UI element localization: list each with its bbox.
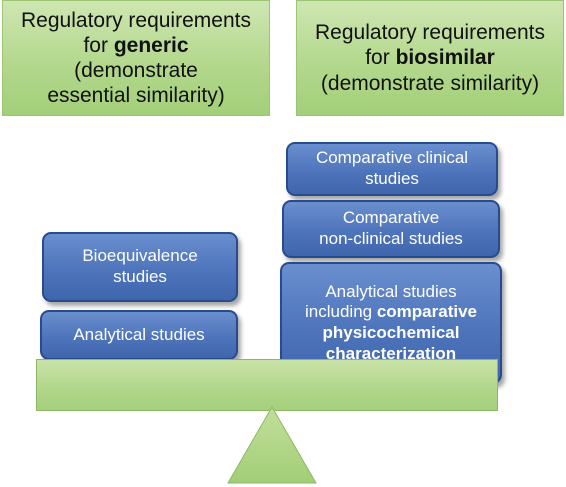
biosimilar-header-line2-prefix: for xyxy=(365,46,396,70)
generic-header-line2: for generic xyxy=(83,33,188,58)
comparative-non-clinical-line2: non-clinical studies xyxy=(319,229,463,248)
generic-header-line4: essential similarity) xyxy=(47,84,225,108)
biosimilar-analytical-line1: Analytical studies xyxy=(325,281,457,301)
comparative-non-clinical-studies-box: Comparative non-clinical studies xyxy=(282,200,500,258)
comparative-clinical-line1: Comparative clinical xyxy=(315,148,469,168)
comparative-clinical-studies-box: Comparative clinical studies xyxy=(286,142,498,196)
biosimilar-header-line1: Regulatory requirements xyxy=(315,21,545,45)
generic-header-keyword: generic xyxy=(113,33,189,57)
balance-beam xyxy=(36,359,498,411)
generic-header-line3: (demonstrate xyxy=(74,59,198,82)
generic-analytical-label: Analytical studies xyxy=(73,324,205,344)
biosimilar-header-line3: (demonstrate similarity) xyxy=(320,71,540,95)
biosimilar-analytical-line4: characterization xyxy=(325,343,457,363)
biosimilar-requirements-header: Regulatory requirements for biosimilar (… xyxy=(296,0,564,116)
biosimilar-analytical-line2-prefix: including xyxy=(305,302,377,322)
bioequivalence-line1: Bioequivalence xyxy=(82,246,198,266)
balance-fulcrum xyxy=(227,406,317,484)
bioequivalence-studies-box: Bioequivalence studies xyxy=(42,232,238,302)
biosimilar-header-keyword: biosimilar xyxy=(395,46,495,70)
biosimilar-analytical-line3: physicochemical xyxy=(322,323,460,342)
biosimilar-analytical-line2-bold: comparative xyxy=(376,302,477,322)
generic-header-line2-prefix: for xyxy=(83,33,114,57)
bioequivalence-line2: studies xyxy=(113,267,167,286)
comparative-non-clinical-line1: Comparative xyxy=(342,208,440,228)
comparative-clinical-line2: studies xyxy=(365,169,419,188)
biosimilar-analytical-line2: including comparative xyxy=(305,302,477,323)
generic-analytical-studies-box: Analytical studies xyxy=(40,310,238,360)
generic-requirements-header: Regulatory requirements for generic (dem… xyxy=(2,0,270,116)
generic-header-line1: Regulatory requirements xyxy=(21,8,251,32)
biosimilar-header-line2: for biosimilar xyxy=(365,45,495,70)
